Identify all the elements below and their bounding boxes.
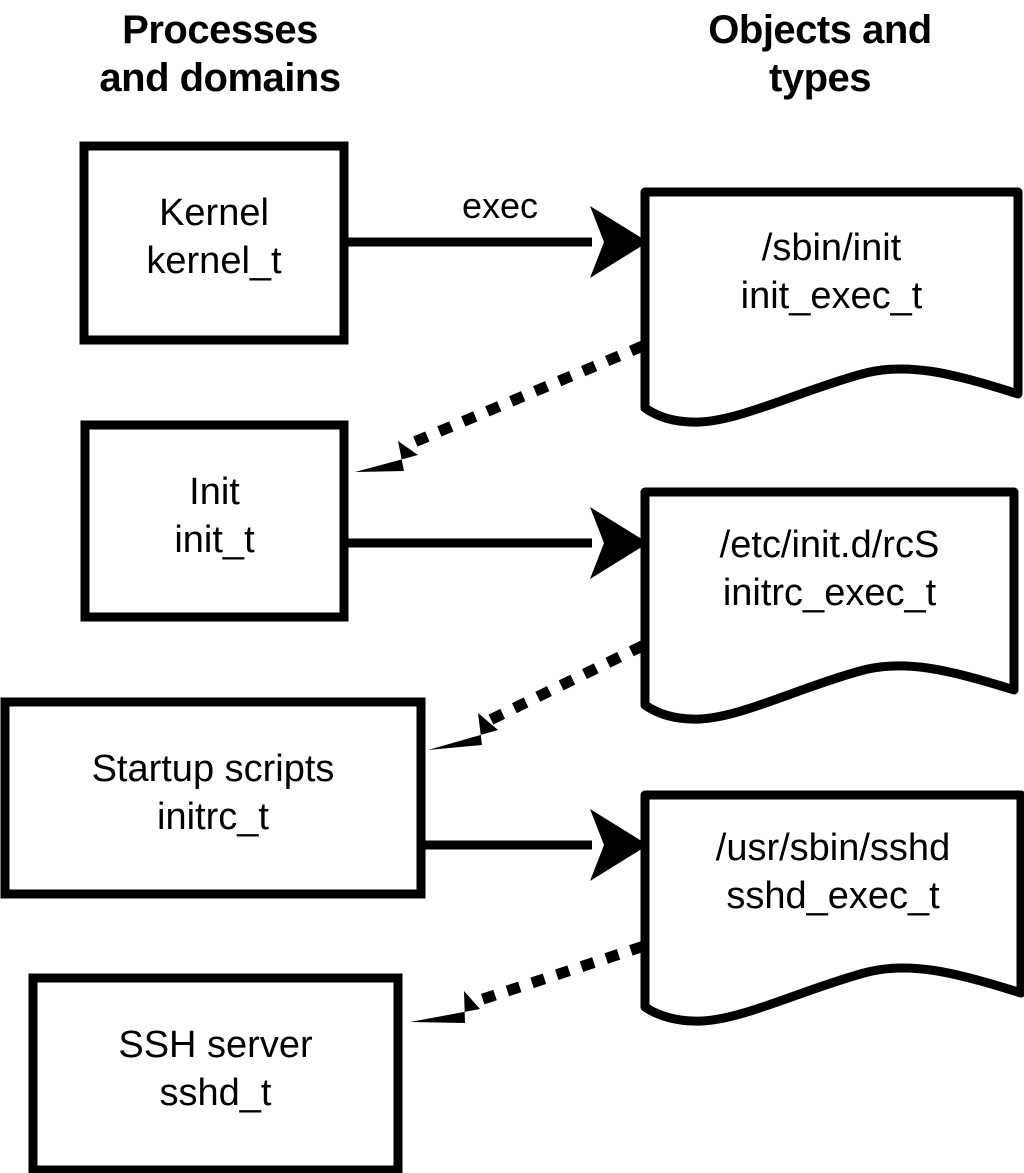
edge-kernel-exec-init_exec xyxy=(348,206,648,278)
node-init_exec-shape[interactable] xyxy=(640,187,1023,427)
edge-init-exec-initrc_exec xyxy=(348,507,648,579)
node-initrc-shape[interactable] xyxy=(0,697,426,899)
node-kernel-shape[interactable] xyxy=(79,141,349,345)
edge-sshd_exec-to-sshd xyxy=(410,941,645,1023)
column-title-processes: Processes and domains xyxy=(99,8,341,100)
node-initrc_exec-shape[interactable] xyxy=(640,487,1019,724)
node-sshd-shape[interactable] xyxy=(28,973,403,1173)
edge-initrc-exec-sshd_exec xyxy=(425,809,648,881)
node-sshd_exec-shape[interactable] xyxy=(640,790,1024,1026)
edge-initrc_exec-to-initrc xyxy=(428,640,646,750)
edge-label-exec: exec xyxy=(461,185,539,226)
column-title-objects: Objects and types xyxy=(708,8,932,100)
edge-init_exec-to-init xyxy=(355,340,646,472)
node-init-shape[interactable] xyxy=(80,420,349,622)
